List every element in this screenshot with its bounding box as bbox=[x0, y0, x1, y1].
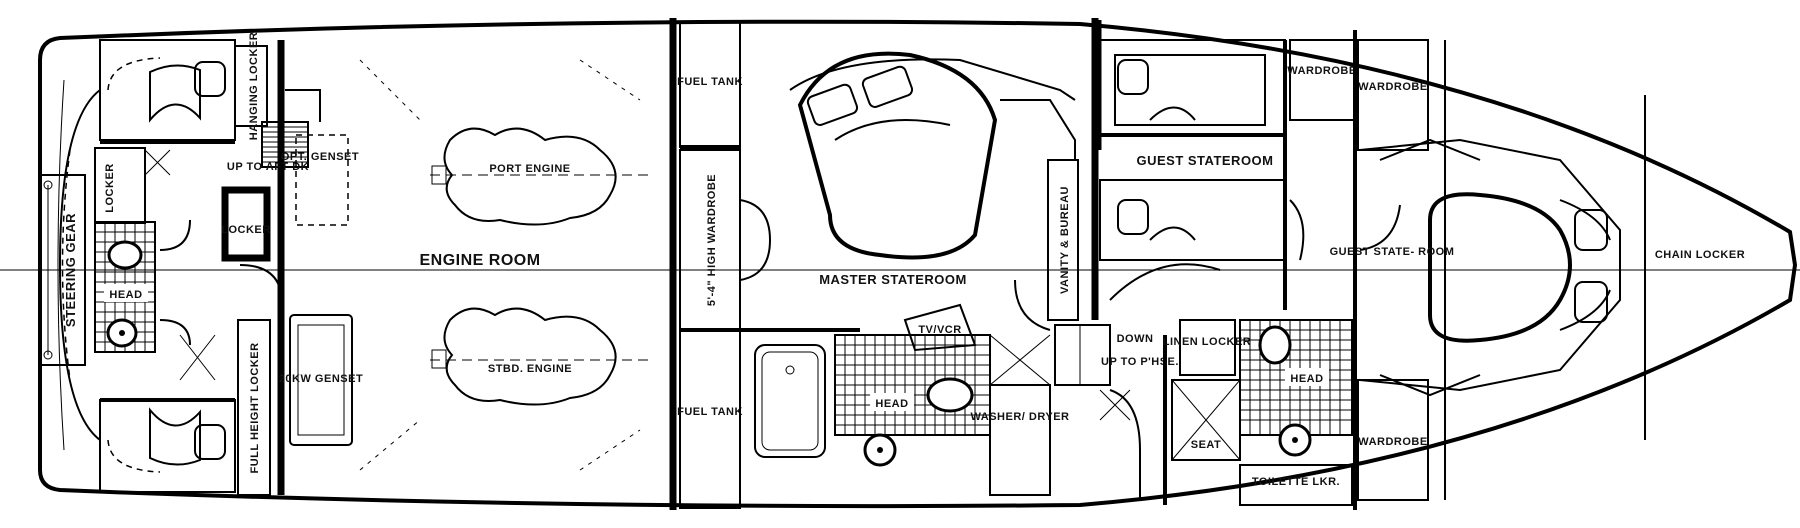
up-to-aft-deck-label: UP TO AFT DK bbox=[227, 161, 309, 173]
port-engine-shape bbox=[443, 127, 617, 226]
guest-stateroom-port: GUEST STATEROOM WARDROBE WARDROBE WARDRO… bbox=[1099, 39, 1429, 501]
master-stateroom-label: MASTER STATEROOM bbox=[819, 272, 967, 287]
hanging-locker-label: HANGING LOCKER bbox=[248, 32, 260, 140]
linen-locker-label: LINEN LOCKER bbox=[1163, 336, 1252, 348]
master-head-toilet-icon bbox=[926, 377, 974, 413]
bulkheads bbox=[739, 20, 1357, 510]
engine-room: UP TO AFT DK OPT. GENSET 20KW GENSET POR… bbox=[227, 18, 677, 510]
guest-head-toilet-icon bbox=[1258, 325, 1292, 365]
down-label: DOWN bbox=[1117, 333, 1154, 345]
head-aft-label: HEAD bbox=[109, 289, 142, 301]
guest-stateroom-fwd-label: GUEST STATE- ROOM bbox=[1330, 246, 1455, 258]
port-engine-label: PORT ENGINE bbox=[489, 163, 570, 175]
full-height-locker-label: FULL HEIGHT LOCKER bbox=[249, 342, 261, 473]
seat-label: SEAT bbox=[1191, 439, 1222, 451]
locker-aft-upper-label: LOCKER bbox=[104, 163, 116, 212]
master-bed bbox=[797, 51, 998, 260]
fuel-tank-port-label: FUEL TANK bbox=[677, 76, 743, 88]
head-master-label: HEAD bbox=[875, 398, 908, 410]
wardrobe-2-label: WARDROBE bbox=[1358, 81, 1427, 93]
opt-genset-label: OPT. GENSET bbox=[281, 151, 359, 163]
guest-stateroom-port-label: GUEST STATEROOM bbox=[1136, 153, 1273, 168]
guest-head-area: LINEN LOCKER SEAT HEAD TOILETTE LKR. bbox=[1163, 319, 1353, 506]
genset-20kw-label: 20KW GENSET bbox=[279, 373, 363, 385]
hull-outline bbox=[0, 19, 1800, 509]
washer-dryer-label: WASHER/ DRYER bbox=[971, 411, 1070, 423]
chain-locker-label: CHAIN LOCKER bbox=[1655, 249, 1745, 261]
head-guest-label: HEAD bbox=[1290, 373, 1323, 385]
stbd-engine-shape bbox=[443, 307, 617, 406]
vanity-bureau-label: VANITY & BUREAU bbox=[1059, 186, 1071, 294]
master-stateroom: FUEL TANK FUEL TANK 5'-4" HIGH WARDROBE … bbox=[677, 21, 1079, 509]
engine-room-label: ENGINE ROOM bbox=[419, 252, 540, 269]
fuel-tank-stbd-label: FUEL TANK bbox=[677, 406, 743, 418]
wardrobe-3-label: WARDROBE bbox=[1358, 436, 1427, 448]
wardrobe-1-label: WARDROBE bbox=[1287, 65, 1356, 77]
aft-head-toilet-icon bbox=[107, 240, 143, 270]
toilette-locker-label: TOILETTE LKR. bbox=[1252, 476, 1340, 488]
aft-section: STEERING GEAR LOCKER HEAD LOCKER HANGING… bbox=[39, 32, 283, 496]
tv-vcr-label: TV/VCR bbox=[918, 324, 961, 336]
stbd-engine-label: STBD. ENGINE bbox=[488, 363, 572, 375]
stairs-aft-deck bbox=[261, 89, 321, 168]
locker-aft-mid-label: LOCKER bbox=[221, 224, 270, 236]
steering-gear-label: STEERING GEAR bbox=[63, 213, 78, 327]
guest-stateroom-fwd: GUEST STATE- ROOM CHAIN LOCKER bbox=[1330, 40, 1745, 500]
high-wardrobe-label: 5'-4" HIGH WARDROBE bbox=[706, 174, 718, 306]
up-to-pilothouse-label: UP TO P'HSE. bbox=[1101, 356, 1179, 368]
